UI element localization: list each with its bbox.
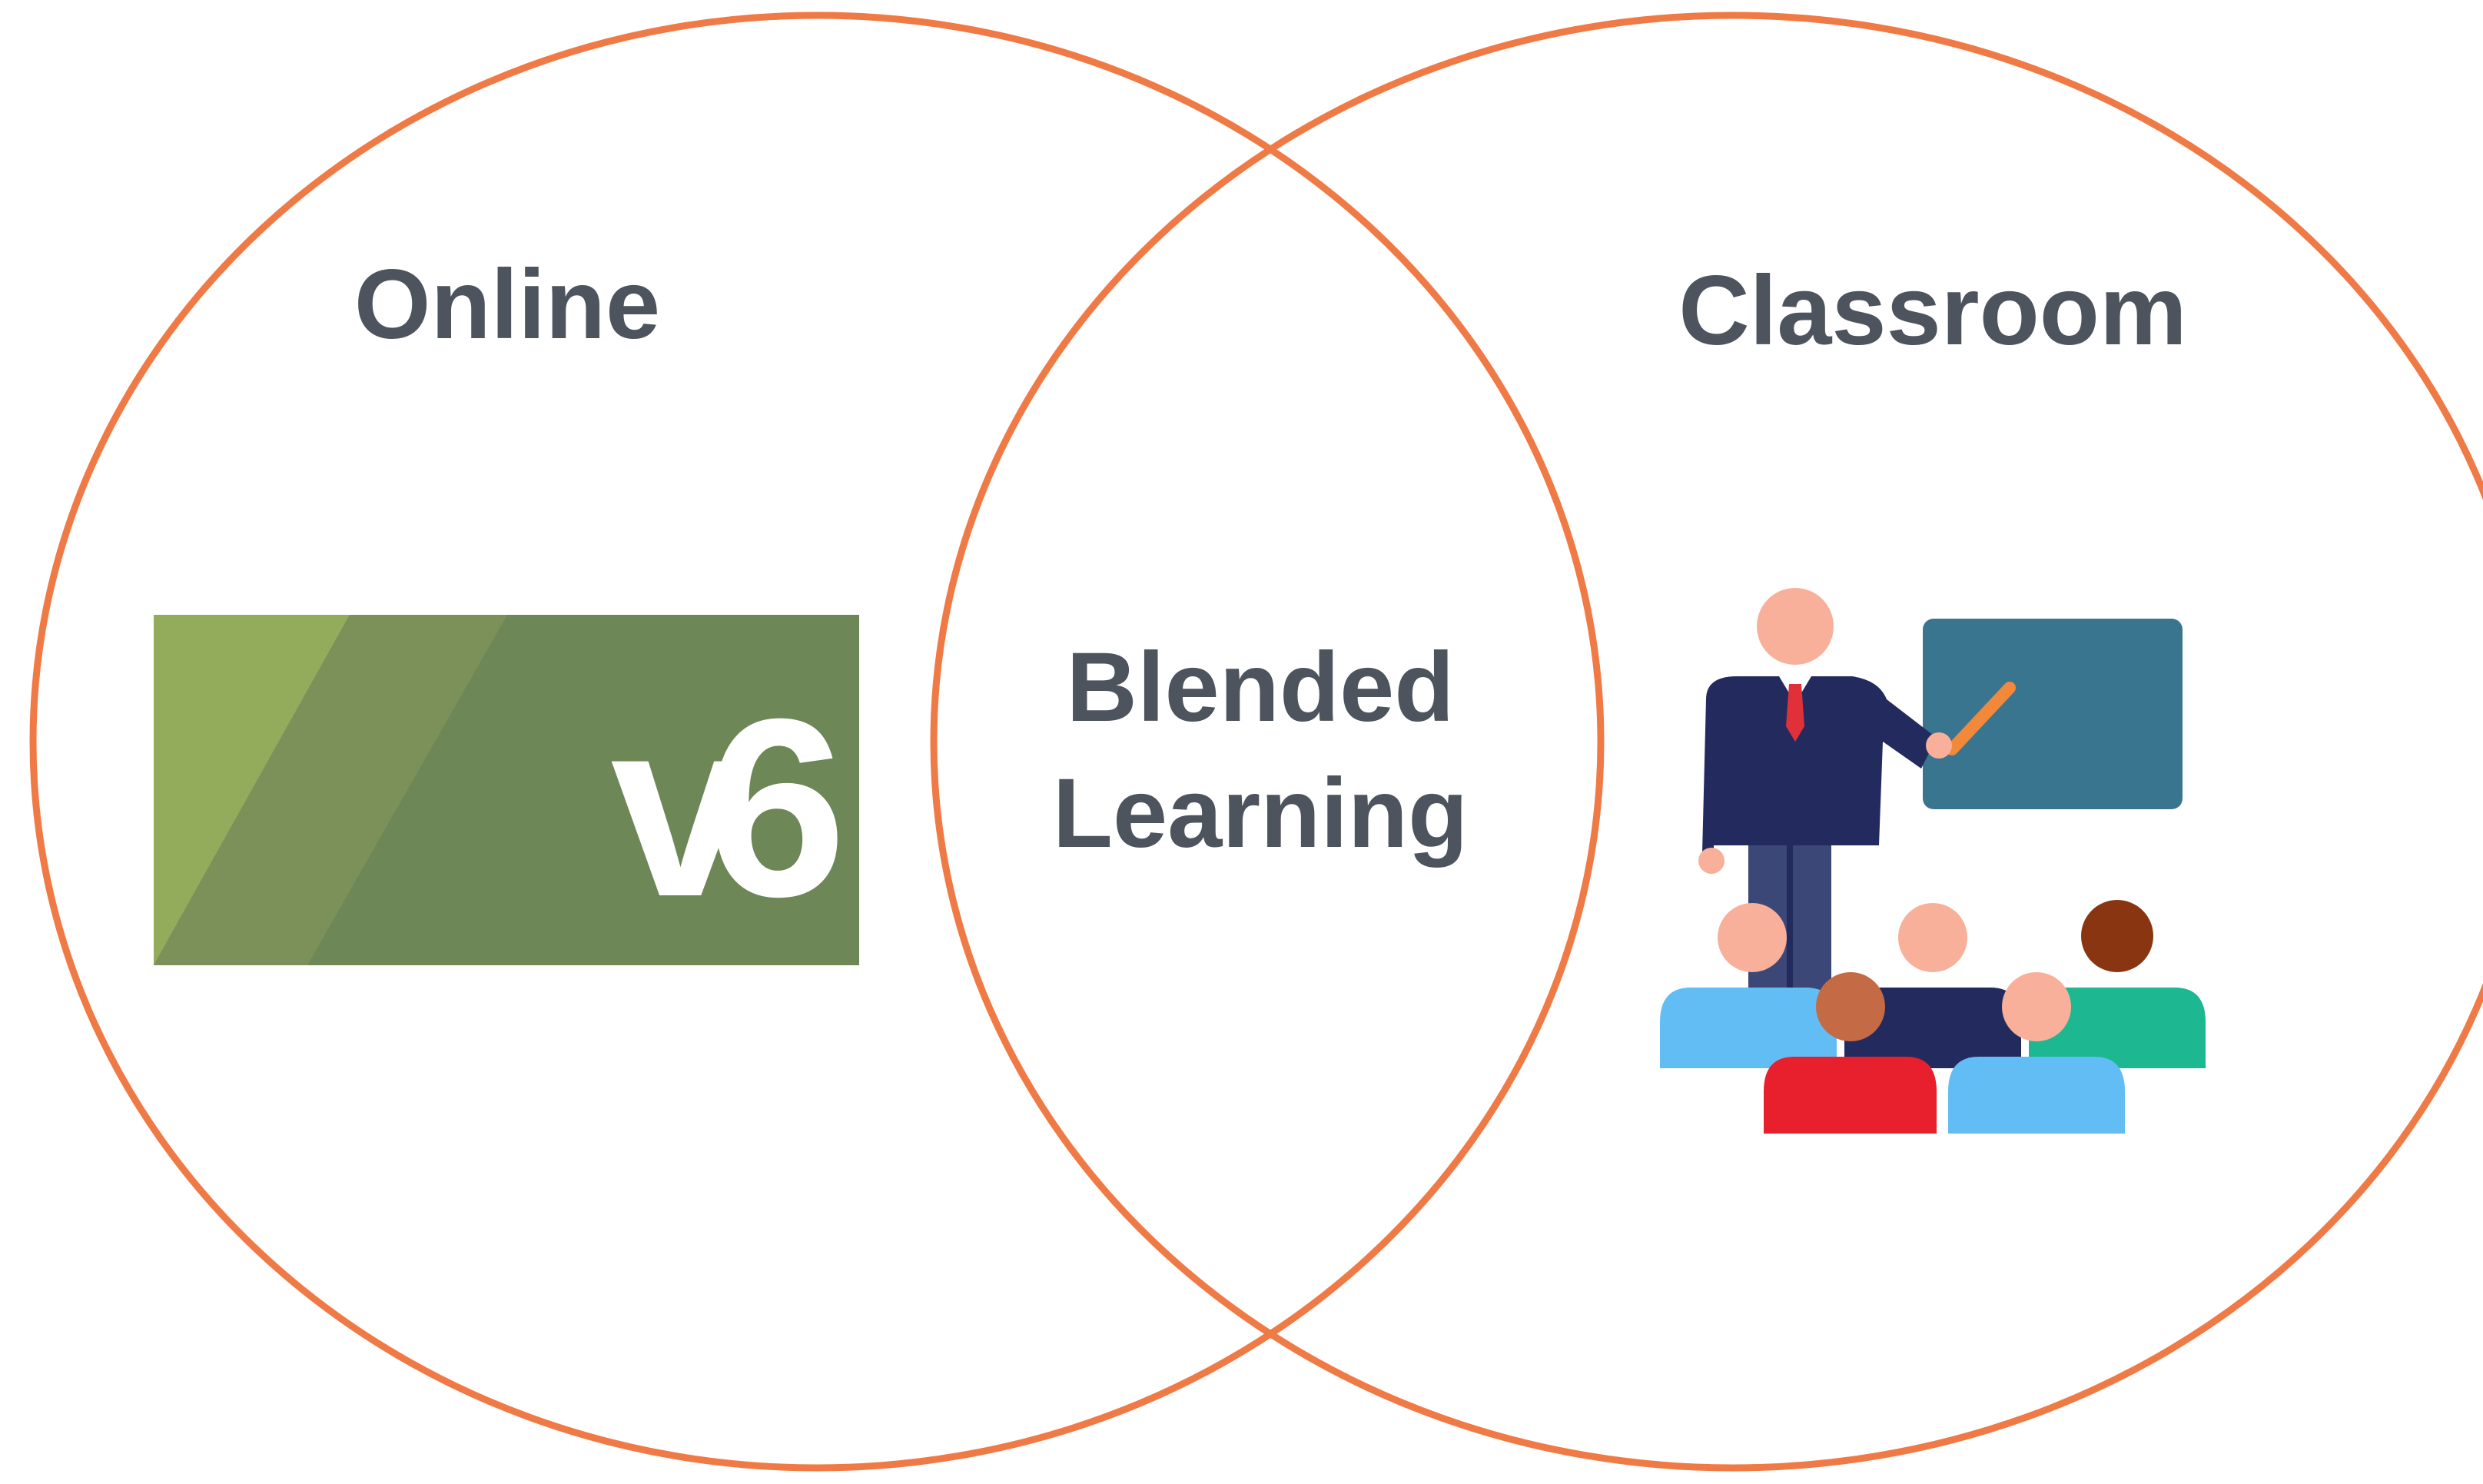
classroom-label: Classroom [1678, 256, 2187, 366]
classroom-circle [930, 12, 2483, 1472]
online-circle [29, 12, 1605, 1472]
online-label: Online [354, 250, 660, 360]
teacher-classroom-icon [1660, 588, 2206, 1134]
blended-label: Blended [1067, 632, 1455, 742]
learning-label: Learning [1053, 759, 1469, 868]
board [1923, 619, 2183, 809]
v6-logo: v6 [154, 615, 886, 965]
